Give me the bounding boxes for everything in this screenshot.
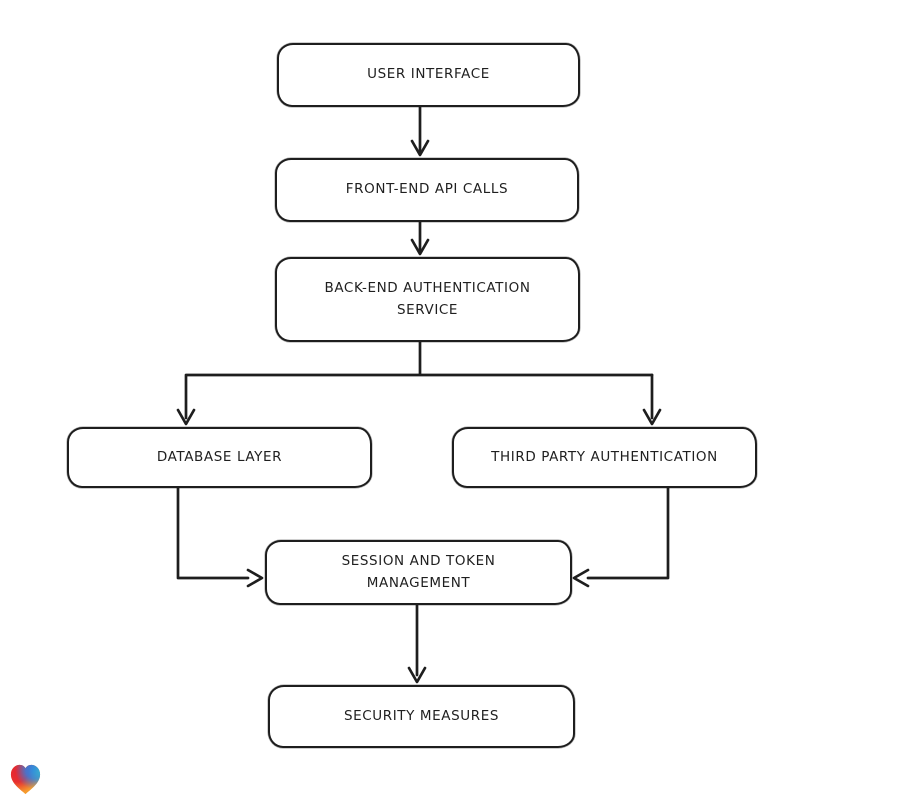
node-label: DATABASE LAYER: [156, 448, 283, 465]
edge-user-interface-to-front-end: [410, 105, 430, 157]
node-label: SECURITY MEASURES: [343, 707, 500, 724]
edge-session-to-security: [407, 603, 427, 684]
edge-back-end-to-third-party: [642, 373, 662, 426]
node-database-layer: DATABASE LAYER: [67, 427, 372, 488]
node-label: FRONT-END API CALLS: [345, 181, 509, 198]
node-session-and-token-management: SESSION AND TOKEN MANAGEMENT: [265, 540, 572, 605]
node-user-interface: USER INTERFACE: [277, 43, 580, 107]
heart-gradient-icon[interactable]: [7, 761, 44, 798]
node-third-party-authentication: THIRD PARTY AUTHENTICATION: [452, 427, 757, 488]
node-label: BACK-END AUTHENTICATION SERVICE: [324, 279, 531, 318]
node-label: THIRD PARTY AUTHENTICATION: [491, 448, 718, 465]
edge-third-party-to-session: [572, 486, 670, 588]
node-front-end-api-calls: FRONT-END API CALLS: [275, 158, 579, 222]
node-security-measures: SECURITY MEASURES: [268, 685, 575, 748]
edge-database-layer-to-session: [176, 486, 264, 588]
edge-back-end-to-database-layer: [176, 340, 654, 426]
edge-front-end-to-back-end: [410, 220, 430, 256]
node-back-end-authentication-service: BACK-END AUTHENTICATION SERVICE: [275, 257, 580, 342]
node-label: SESSION AND TOKEN MANAGEMENT: [341, 552, 496, 591]
node-label: USER INTERFACE: [367, 66, 490, 83]
